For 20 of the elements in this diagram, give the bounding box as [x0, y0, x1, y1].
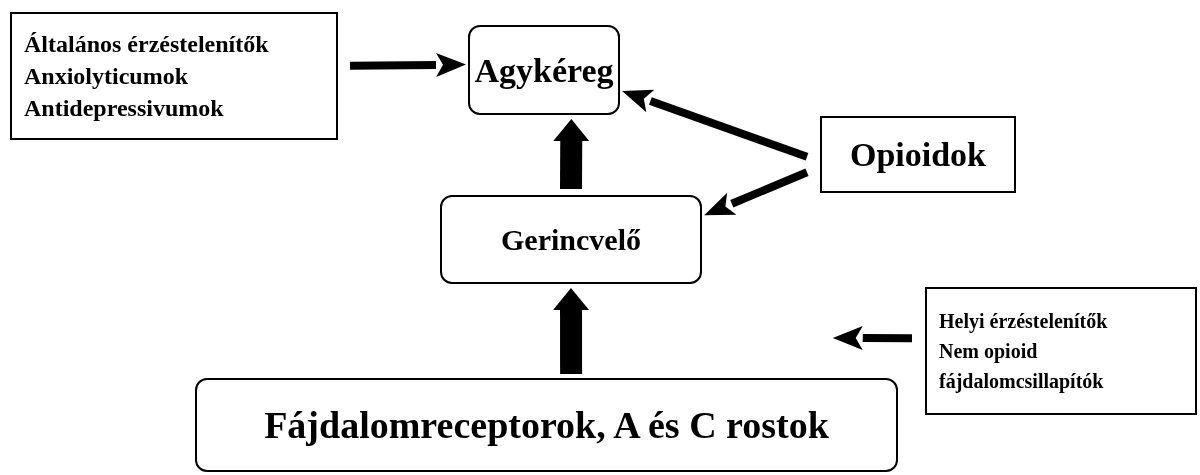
drug-list-box [10, 12, 338, 140]
process-box [468, 25, 620, 115]
box-text: Fájdalomreceptorok, A és C rostok [264, 402, 829, 448]
arrow [349, 52, 466, 77]
process-box [195, 378, 898, 472]
box-text: Anxiolyticumok [24, 62, 188, 91]
box-text: Gerincvelő [501, 222, 641, 258]
block-arrow [553, 119, 590, 190]
box-text: Általános érzéstelenítők [24, 30, 269, 59]
arrow [704, 168, 809, 216]
drug-box [820, 116, 1016, 193]
arrow [622, 89, 809, 161]
drug-list-box [925, 287, 1197, 415]
box-text: Opioidok [849, 135, 987, 175]
box-text: Helyi érzéstelenítők [939, 309, 1108, 335]
box-text: Agykéreg [474, 50, 614, 91]
box-text: Antidepressivumok [24, 94, 224, 123]
box-text: Nem opioid fájdalomcsillapítók [939, 339, 1105, 395]
block-arrow [553, 288, 590, 375]
process-box [440, 195, 702, 284]
